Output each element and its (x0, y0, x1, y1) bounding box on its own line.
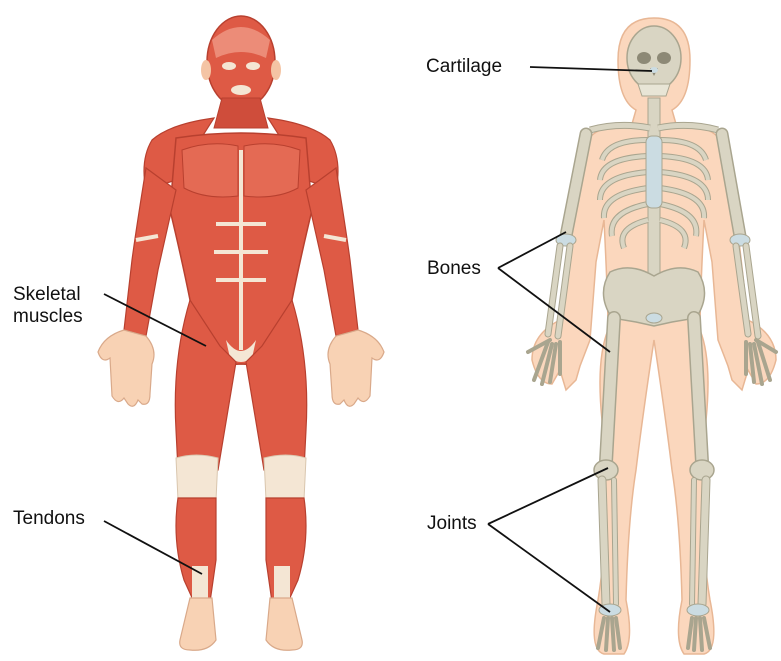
label-tendons: Tendons (13, 508, 85, 530)
knee-tendons (176, 455, 218, 504)
muscle-neck (214, 98, 268, 128)
label-joints: Joints (427, 513, 477, 535)
leader-joints-ankle (488, 524, 610, 612)
label-skeletal-muscles: Skeletal muscles (13, 284, 83, 328)
label-skeletal-line1: Skeletal (13, 284, 83, 306)
muscle-head (201, 16, 281, 108)
muscular-figure (98, 16, 384, 650)
sternum (646, 136, 662, 208)
left-foot (180, 598, 216, 650)
muscle-right-arm (306, 168, 358, 336)
label-bones: Bones (427, 258, 481, 280)
leader-joints-knee (488, 468, 608, 524)
right-hand (328, 330, 384, 406)
left-knee (594, 460, 618, 480)
label-skeletal-line2: muscles (13, 306, 83, 328)
left-hand (98, 330, 154, 406)
skeletal-figure (528, 18, 776, 654)
right-ankle-joint (687, 604, 709, 616)
muscle-left-arm (124, 168, 176, 336)
right-knee (690, 460, 714, 480)
right-foot (266, 598, 302, 650)
label-cartilage: Cartilage (426, 56, 502, 78)
